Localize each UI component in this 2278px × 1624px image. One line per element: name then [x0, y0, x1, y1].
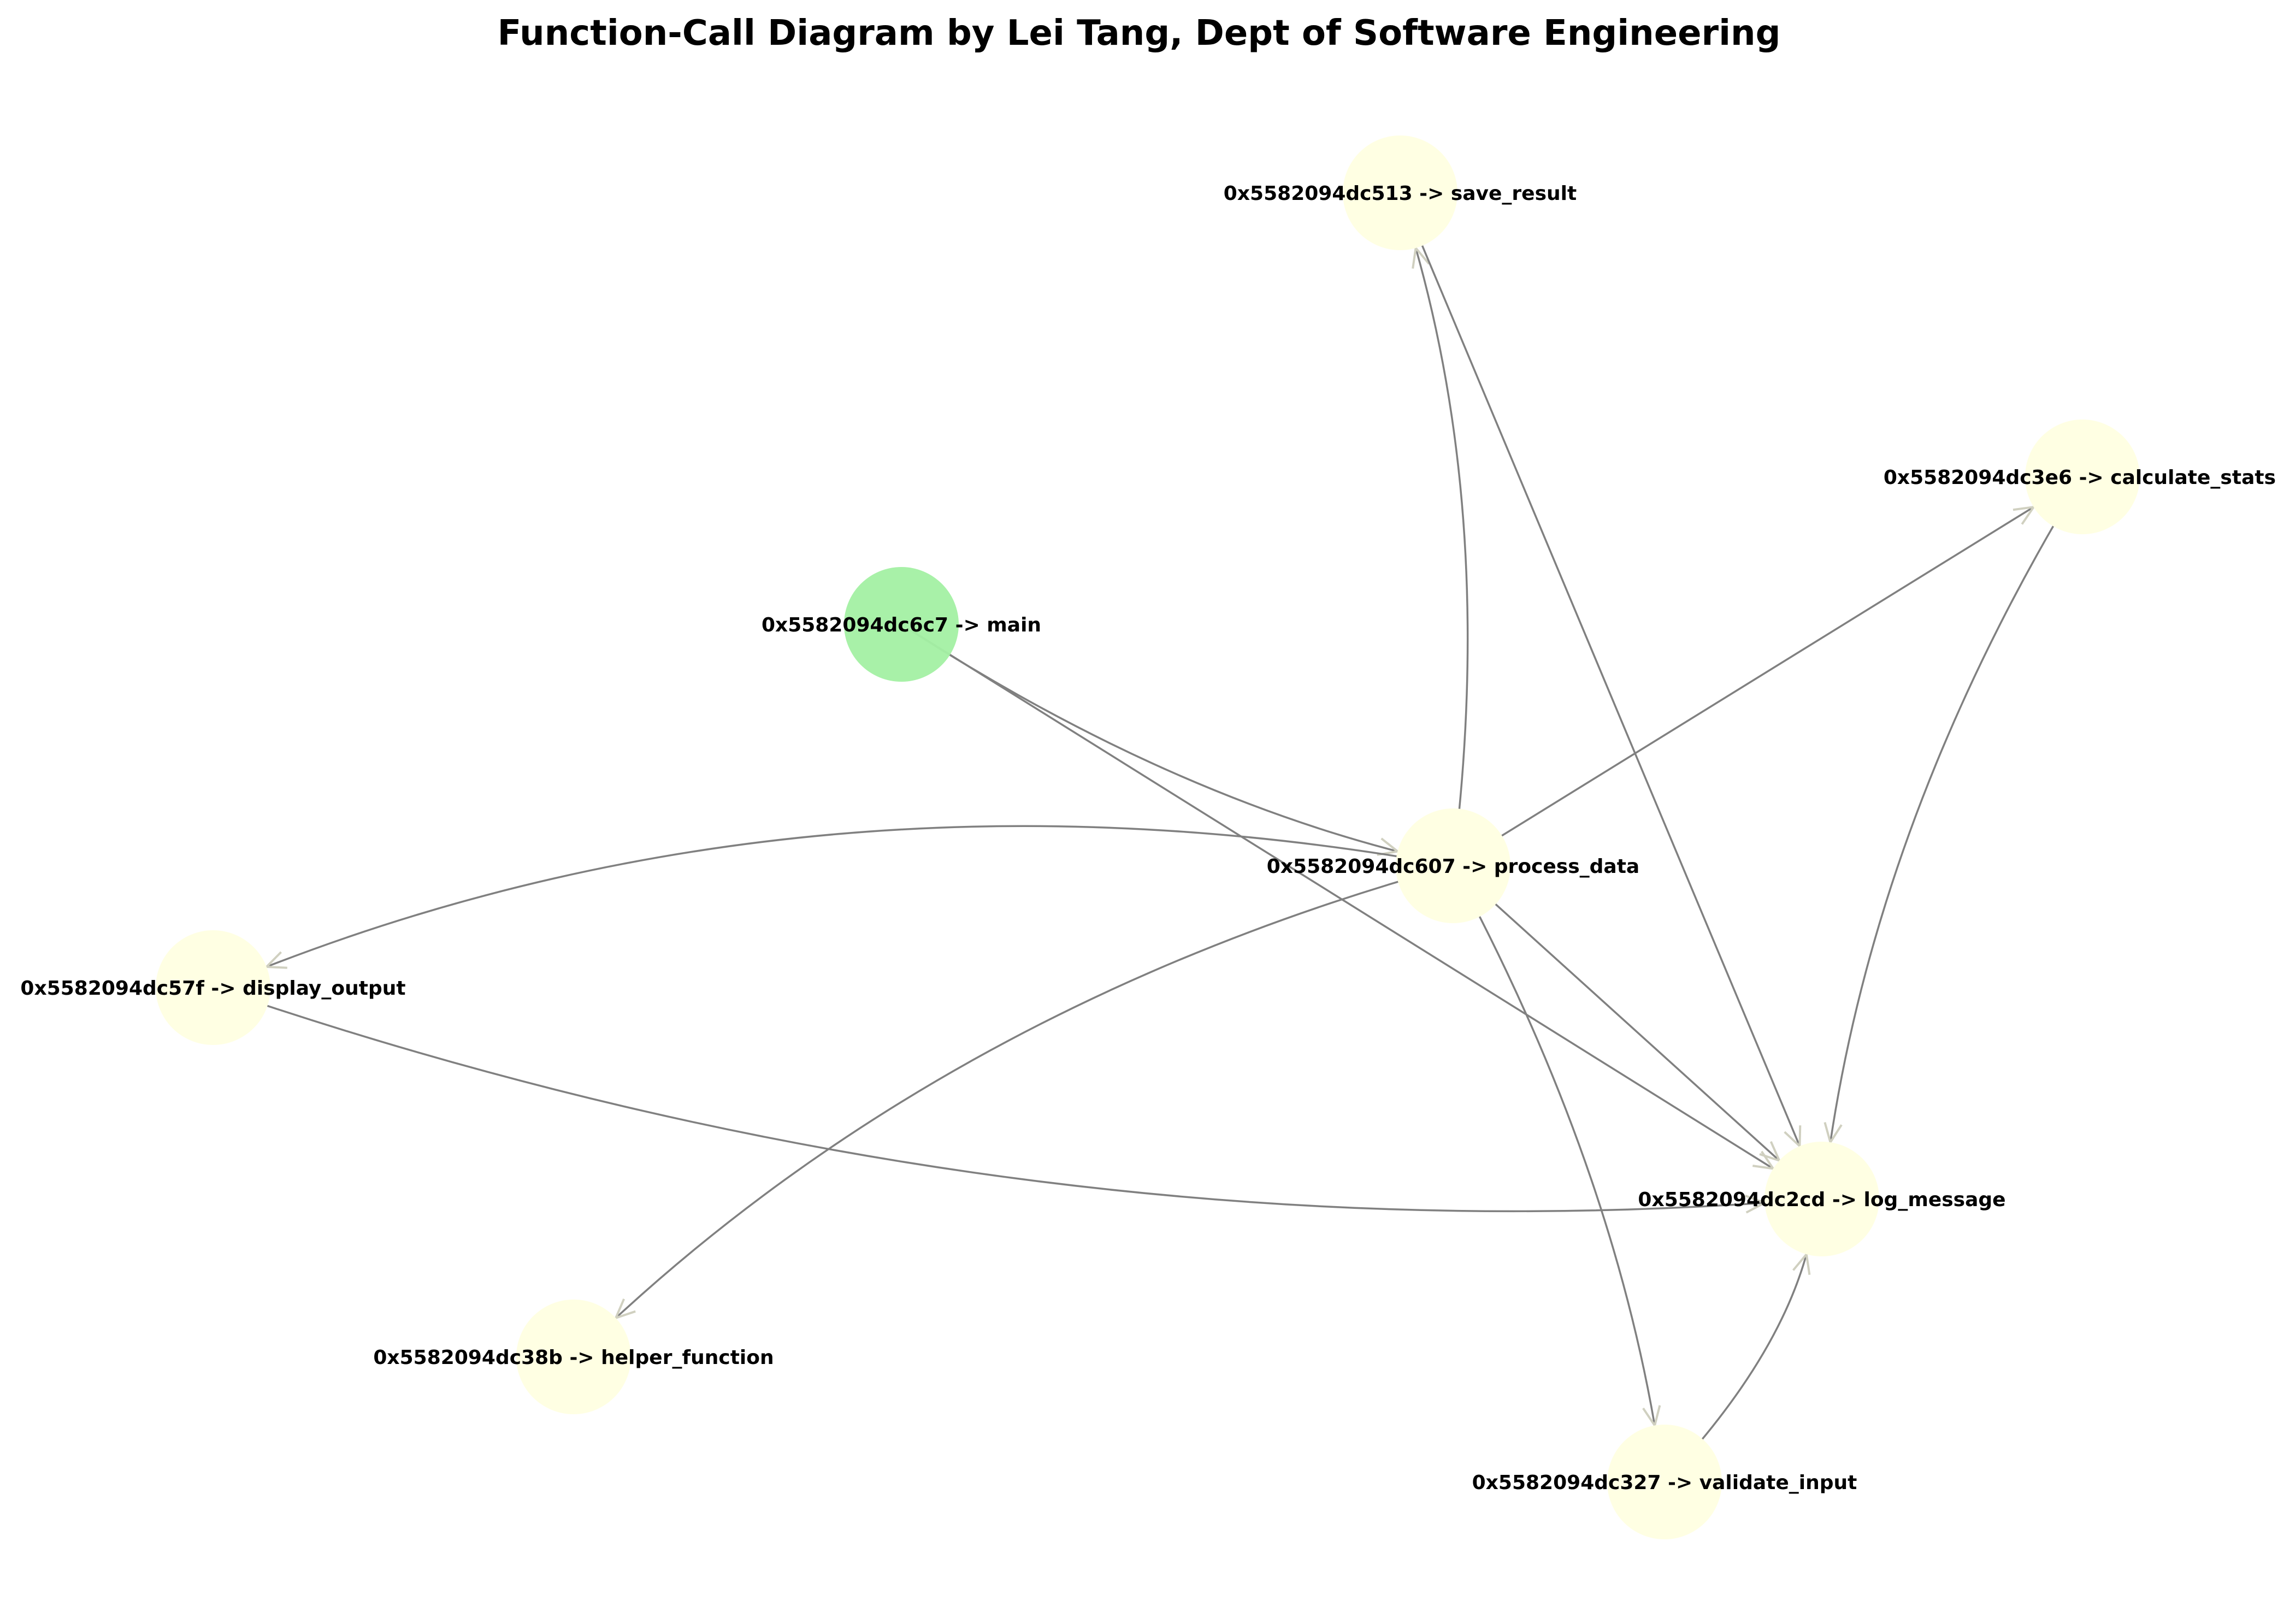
edge-main-to-log_message: [910, 629, 1774, 1170]
arrowhead-save_result-to-log_message: [1784, 1125, 1802, 1149]
node-label-save_result: 0x5582094dc513 -> save_result: [1224, 182, 1577, 205]
edge-main-to-process_data: [910, 629, 1398, 853]
node-display_output[interactable]: [156, 930, 270, 1045]
edge-display_output-to-log_message: [223, 990, 1765, 1213]
edge-save_result-to-log_message: [1403, 202, 1801, 1147]
arrowhead-calculate_stats-to-log_message: [1823, 1122, 1843, 1145]
edge-process_data-to-log_message: [1460, 872, 1780, 1161]
edges-layer: [223, 202, 2078, 1475]
arrowhead-display_output-to-log_message: [1744, 1194, 1768, 1214]
edge-process_data-to-calculate_stats: [1462, 506, 2034, 861]
edge-process_data-to-helper_function: [615, 867, 1443, 1319]
node-calculate_stats[interactable]: [2025, 420, 2140, 534]
node-label-log_message: 0x5582094dc2cd -> log_message: [1638, 1189, 2005, 1211]
labels-layer: 0x5582094dc6c7 -> main 0x5582094dc607 -> …: [20, 182, 2276, 1494]
node-helper_function[interactable]: [516, 1300, 631, 1414]
nodes-layer: [156, 135, 2140, 1539]
arrowhead-process_data-to-calculate_stats: [2013, 505, 2036, 525]
node-label-process_data: 0x5582094dc607 -> process_data: [1267, 855, 1639, 878]
node-label-main: 0x5582094dc6c7 -> main: [762, 614, 1041, 636]
edge-process_data-to-validate_input: [1457, 875, 1656, 1426]
node-label-validate_input: 0x5582094dc327 -> validate_input: [1472, 1472, 1857, 1494]
node-validate_input[interactable]: [1607, 1425, 1722, 1539]
node-label-calculate_stats: 0x5582094dc3e6 -> calculate_stats: [1884, 466, 2276, 489]
node-log_message[interactable]: [1764, 1142, 1879, 1256]
node-label-helper_function: 0x5582094dc38b -> helper_function: [373, 1347, 774, 1369]
node-process_data[interactable]: [1396, 808, 1510, 923]
edge-process_data-to-display_output: [266, 825, 1443, 968]
node-main[interactable]: [844, 567, 959, 682]
node-label-display_output: 0x5582094dc57f -> display_output: [20, 977, 405, 1000]
edge-calculate_stats-to-log_message: [1829, 486, 2078, 1143]
diagram-title: Function-Call Diagram by Lei Tang, Dept …: [498, 13, 1781, 54]
edge-process_data-to-save_result: [1414, 247, 1469, 855]
node-save_result[interactable]: [1343, 135, 1457, 250]
